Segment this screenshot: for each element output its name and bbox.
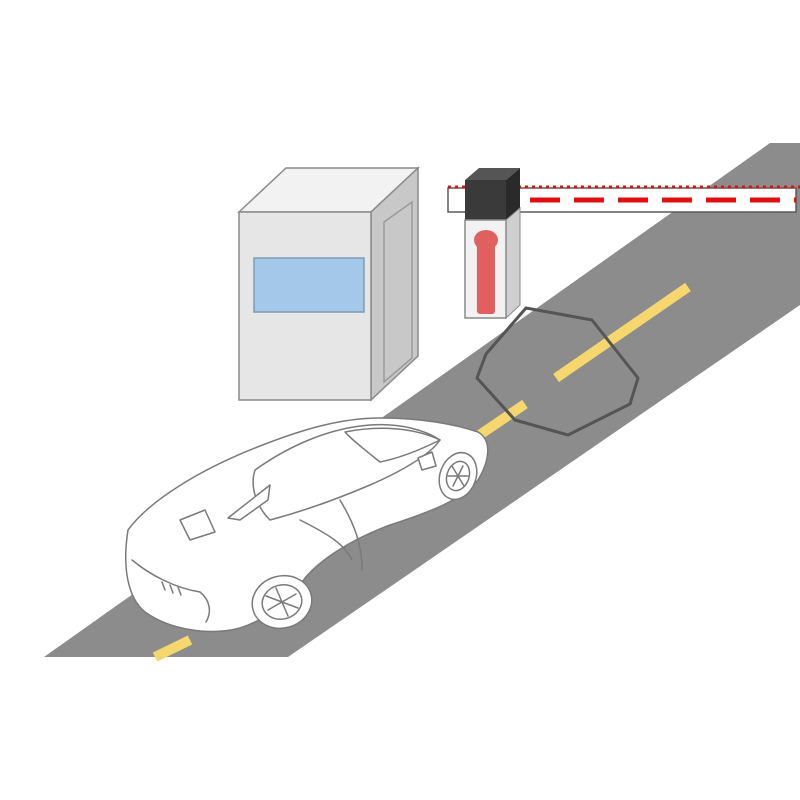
car-vent-2	[179, 509, 216, 541]
booth	[237, 166, 420, 402]
barrier-head-side	[506, 168, 520, 220]
car-windshield	[344, 427, 441, 463]
barrier-post-side	[505, 206, 521, 320]
barrier-light	[474, 230, 498, 250]
car-rear	[131, 559, 211, 623]
car-vent-1	[227, 484, 271, 521]
lane-dash-2	[475, 399, 528, 441]
booth-door	[383, 200, 413, 384]
detector-loop	[475, 306, 640, 437]
lane-dash-1	[152, 635, 193, 662]
barrier-head-top	[465, 168, 520, 180]
car-front-wheel	[438, 451, 478, 501]
car-door-line	[299, 519, 353, 561]
car-taillight-grille	[161, 581, 182, 596]
barrier-gate	[464, 168, 521, 320]
car-side-line	[339, 499, 363, 571]
barrier-light-stem	[477, 240, 495, 314]
car-mirror	[417, 451, 437, 471]
lane-dash-3	[553, 282, 691, 383]
booth-window	[253, 257, 365, 313]
car-rear-wheel	[251, 574, 313, 630]
barrier-head	[465, 180, 506, 220]
sports-car	[125, 417, 489, 633]
